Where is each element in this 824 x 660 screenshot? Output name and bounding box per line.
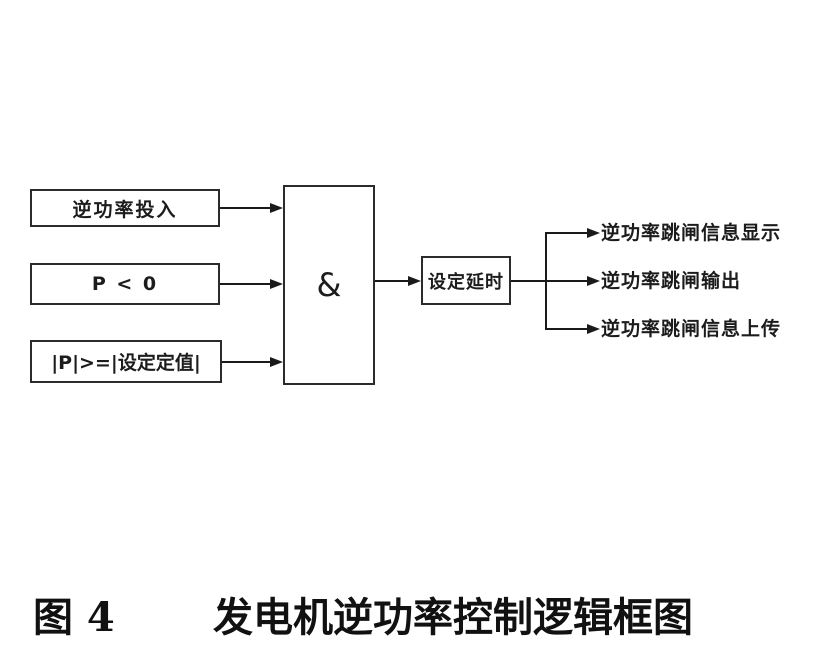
arrow-input3-head — [270, 357, 283, 367]
input-box-p-ge-setpoint: |P|>=|设定定值| — [30, 340, 222, 383]
figure-title: 发电机逆功率控制逻辑框图 — [213, 594, 693, 641]
arrow-output1-head — [587, 228, 600, 238]
arrow-input1-head — [270, 203, 283, 213]
input-box-label: |P|>=|设定定值| — [51, 352, 201, 374]
output-label-trip-info-upload: 逆功率跳闸信息上传 — [601, 318, 782, 340]
output-label-trip-info-display: 逆功率跳闸信息显示 — [601, 222, 782, 244]
arrow-input2-head — [270, 279, 283, 289]
arrow-output2-head — [587, 276, 600, 286]
output-label-trip-output: 逆功率跳闸输出 — [601, 270, 742, 292]
input-box-p-less-than-zero: P < 0 — [30, 263, 220, 305]
arrow-output3-head — [587, 324, 600, 334]
set-delay-box: 设定延时 — [421, 256, 511, 305]
figure-number: 图 4 — [33, 594, 115, 641]
and-gate-symbol: & — [316, 266, 342, 304]
input-box-label: 逆功率投入 — [72, 198, 178, 221]
and-gate-box: & — [283, 185, 375, 385]
input-box-reverse-power-enabled: 逆功率投入 — [30, 189, 220, 227]
set-delay-label: 设定延时 — [428, 271, 504, 293]
input-box-label: P < 0 — [91, 273, 159, 295]
arrow-gate-delay-head — [408, 276, 421, 286]
